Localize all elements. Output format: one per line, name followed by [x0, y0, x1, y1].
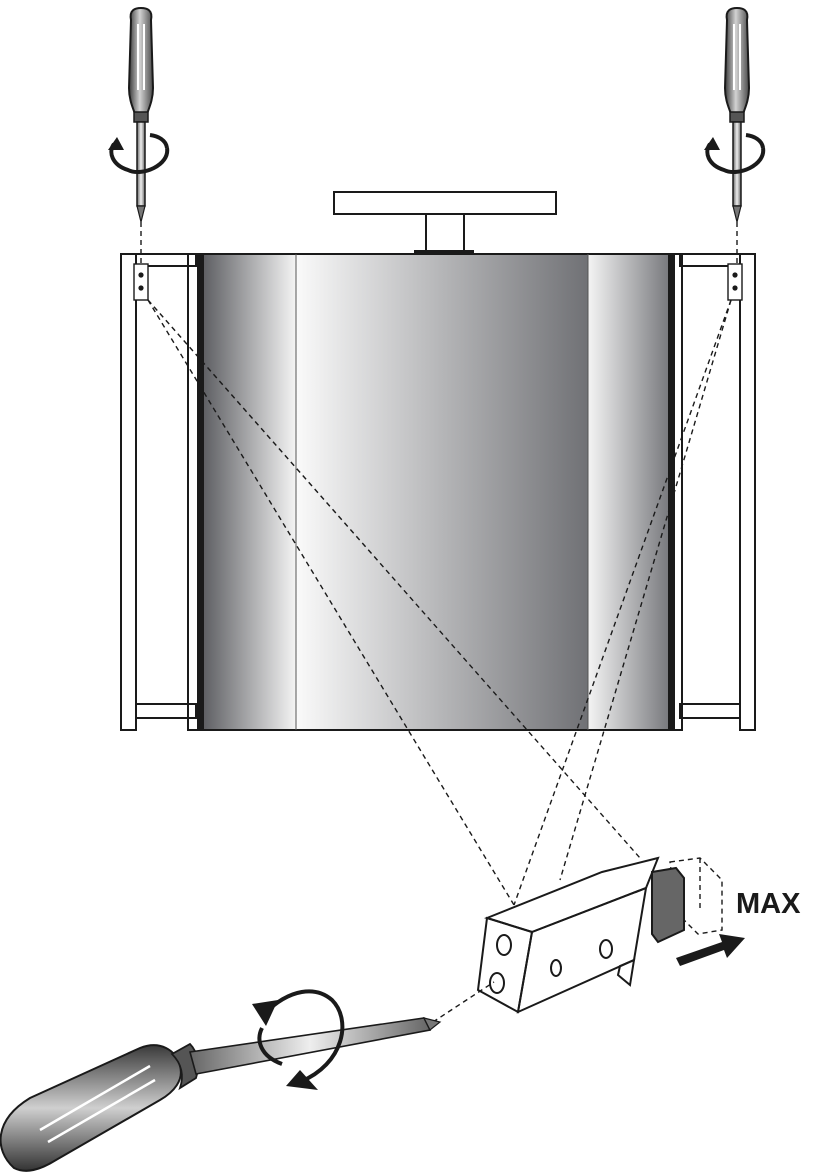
- max-label: MAX: [736, 888, 801, 920]
- rotate-arrow-icon: [704, 133, 766, 174]
- hood-body: [197, 253, 675, 731]
- left-bracket: [133, 263, 149, 301]
- chimney-neck: [425, 213, 465, 255]
- arrow-right-icon: [676, 934, 745, 966]
- cooker-hood: [120, 191, 756, 731]
- detail-projection-lines: [147, 299, 732, 906]
- chimney-plate: [333, 191, 557, 215]
- adjustment-bracket: [476, 856, 723, 1014]
- sliding-tab: [651, 866, 685, 944]
- right-bracket: [727, 263, 743, 301]
- right-mounting-frame: [671, 253, 756, 731]
- screwdriver-icon: [0, 1017, 442, 1172]
- screwdriver-icon: [127, 6, 155, 223]
- screwdriver-icon: [723, 6, 751, 223]
- rotate-arrow-icon: [108, 133, 170, 174]
- rotate-arrow-icon: [252, 989, 345, 1090]
- left-mounting-frame: [120, 253, 199, 731]
